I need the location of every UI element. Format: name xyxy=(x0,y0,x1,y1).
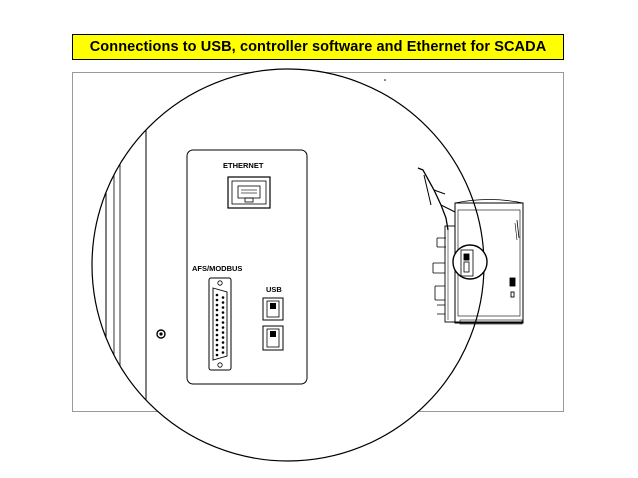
connector-pin xyxy=(215,353,219,357)
connector-pin xyxy=(215,293,219,297)
connector-pin xyxy=(215,328,219,332)
magnified-detail: ETHERNET AFS/MODBUS USB xyxy=(91,68,485,462)
ethernet-label: ETHERNET xyxy=(223,161,264,170)
connector-pin xyxy=(215,318,219,322)
machine-side-view-icon xyxy=(417,167,524,325)
connector-pin xyxy=(215,308,219,312)
db25-connector-icon xyxy=(208,277,232,371)
connector-pin xyxy=(221,311,225,314)
ethernet-port-icon xyxy=(227,176,271,209)
usb-port-icon xyxy=(262,325,284,351)
connector-pin xyxy=(215,343,219,347)
connector-pin xyxy=(221,336,225,339)
connector-pin xyxy=(221,306,225,309)
connector-pin xyxy=(215,313,219,317)
connector-pin xyxy=(215,303,219,307)
connector-pin xyxy=(221,346,225,349)
connector-pin xyxy=(221,331,225,334)
connector-pin xyxy=(215,348,219,352)
usb-port-icon xyxy=(262,297,284,321)
connector-pin xyxy=(221,316,225,319)
connector-pin xyxy=(221,321,225,324)
connector-pin xyxy=(215,323,219,327)
connector-pin xyxy=(221,301,225,304)
connector-pin xyxy=(221,351,225,354)
screw-icon xyxy=(156,329,166,339)
title-banner: Connections to USB, controller software … xyxy=(72,34,564,60)
connector-pin xyxy=(215,333,219,337)
page-title: Connections to USB, controller software … xyxy=(89,39,547,55)
connector-pin xyxy=(221,296,225,299)
connector-pin xyxy=(221,341,225,344)
afs-modbus-label: AFS/MODBUS xyxy=(192,264,242,273)
usb-label: USB xyxy=(266,285,282,294)
connector-pin xyxy=(221,326,225,329)
connector-pin xyxy=(215,298,219,302)
connector-pin xyxy=(215,338,219,342)
